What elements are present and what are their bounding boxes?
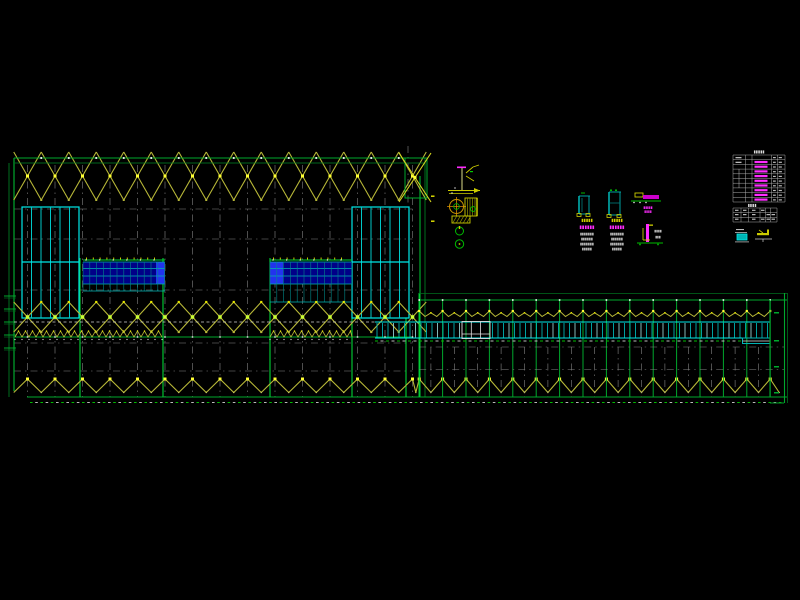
section-details: ▮▮▮▮▮▮▮▮▮▮▮▮▮▮▮▮▮▮▮▮▮▮▮▮▮▮▮▮▮▮▮▮▮▮▮▮▮▮▮▮… <box>576 189 663 251</box>
footing-table: ▮▮▮▮ <box>732 203 778 223</box>
detail-callout <box>447 164 480 249</box>
mid-bracing-band <box>13 300 427 338</box>
annotation-text: ▮▮▮▮▮▮▮ <box>610 232 624 236</box>
annotation-text: ▮▮▮▮▮▮ <box>579 226 595 231</box>
annotation-text: ▮▮▮▮▮ <box>612 247 622 251</box>
cyan-towers <box>21 206 410 319</box>
annotation-text: ▮▮▮▮ <box>644 210 652 214</box>
annotation-text: ▮▮▮▮▮▮ <box>611 237 623 241</box>
annotation-text: ▮▮▮▮▮▮▮ <box>580 242 594 246</box>
mini-zigzag-rows <box>14 329 353 341</box>
annotation-text: ▮▮▮▮▮ <box>643 206 652 210</box>
annotation-text: ▮▮▮▮▮ <box>611 218 623 223</box>
dim-ticks <box>431 195 435 222</box>
annotation-text: ▮▮▮▮▮ <box>582 247 592 251</box>
annotation-text: ▮▮▮▮▮ <box>581 218 593 223</box>
extension-wing <box>375 293 788 404</box>
roof-truss-band <box>13 151 432 203</box>
anchor-table: ▮▮▮▮▮ <box>732 149 786 203</box>
annotation-text: ▮▮▮▮▮▮▮ <box>610 242 624 246</box>
annotation-text: ▮▮▮▮▮▮▮ <box>580 232 594 236</box>
blue-bars <box>82 257 352 303</box>
annotation-text: ▮▮▮▮▮ <box>753 149 764 154</box>
annotation-text: ▮▮▮▮ <box>654 229 662 233</box>
bottom-wave <box>13 377 782 403</box>
annotation-text: ▮▮▮▮ <box>748 203 757 208</box>
annotation-text: ▮▮▮▮▮▮ <box>609 226 625 231</box>
annotation-text: ▮▮▮▮▮▮ <box>581 237 593 241</box>
legend-details <box>735 229 772 243</box>
annotation-text: ▮▮▮ <box>655 235 661 239</box>
